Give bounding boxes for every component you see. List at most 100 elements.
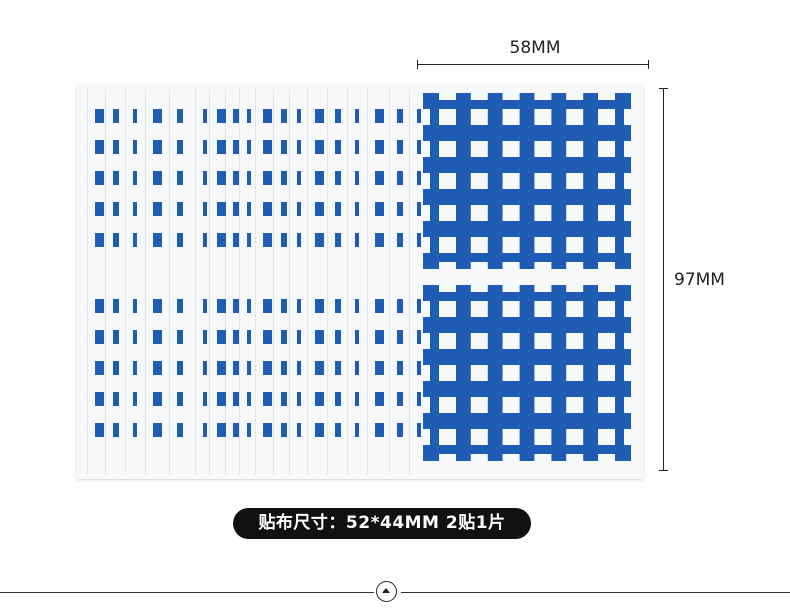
tape-square — [281, 109, 287, 123]
sheet-edge — [169, 89, 170, 475]
tape-square — [281, 361, 287, 375]
width-dimension-label: 58MM — [509, 38, 561, 58]
tape-hole — [534, 365, 552, 381]
tape-square — [263, 361, 272, 375]
tape-hole — [439, 301, 456, 317]
tape-square — [355, 171, 359, 185]
tape-notch — [423, 237, 430, 253]
tape-notch — [423, 109, 430, 125]
tape-square — [355, 299, 359, 313]
tape-square — [355, 361, 359, 375]
tape-square — [177, 233, 183, 247]
tape-square — [375, 140, 384, 154]
tape-square — [133, 392, 137, 406]
tape-square — [153, 299, 162, 313]
tape-square — [375, 233, 384, 247]
tape-square — [133, 423, 137, 437]
tape-square — [113, 299, 119, 313]
tape-notch — [624, 333, 631, 349]
tape-notch — [470, 285, 488, 292]
tape-square — [417, 202, 421, 216]
tape-hole — [598, 365, 615, 381]
tape-square — [355, 140, 359, 154]
tape-notch — [502, 454, 520, 461]
tape-square — [203, 330, 207, 344]
scroll-up-button[interactable] — [376, 581, 397, 602]
tape-square — [297, 109, 301, 123]
tape-square — [375, 299, 384, 313]
tape-hole — [534, 429, 552, 445]
tape-hole — [566, 205, 584, 221]
tape-notch — [423, 333, 430, 349]
divider-right — [401, 592, 790, 593]
tape-hole — [439, 109, 456, 125]
tape-hole — [439, 141, 456, 157]
tape-grid-illustration — [87, 89, 631, 475]
sheet-edge — [87, 89, 88, 475]
tape-notch — [470, 93, 488, 100]
tape-square — [233, 330, 239, 344]
tape-square — [177, 299, 183, 313]
tape-square — [233, 361, 239, 375]
tape-square — [397, 233, 403, 247]
tape-square — [315, 202, 324, 216]
tape-square — [177, 361, 183, 375]
tape-square — [281, 330, 287, 344]
tape-notch — [624, 301, 631, 317]
tape-square — [355, 109, 359, 123]
tape-square — [281, 299, 287, 313]
tape-square — [297, 171, 301, 185]
tape-square — [297, 361, 301, 375]
tape-square — [203, 171, 207, 185]
tape-square — [315, 109, 324, 123]
tape-hole — [566, 237, 584, 253]
tape-hole — [534, 333, 552, 349]
sheet-edge — [389, 89, 390, 475]
tape-hole — [470, 333, 488, 349]
tape-notch — [534, 454, 552, 461]
tape-square — [335, 171, 341, 185]
tape-notch — [470, 454, 488, 461]
tape-square — [95, 109, 104, 123]
width-dimension-line — [417, 60, 649, 69]
tape-square — [315, 171, 324, 185]
tape-square — [247, 330, 251, 344]
tape-square — [177, 330, 183, 344]
tape-hole — [470, 109, 488, 125]
tape-square — [247, 361, 251, 375]
tape-square — [247, 392, 251, 406]
tape-square — [113, 392, 119, 406]
tape-hole — [534, 237, 552, 253]
tape-square — [263, 330, 272, 344]
tape-square — [177, 423, 183, 437]
tape-notch — [598, 93, 615, 100]
tape-square — [233, 233, 239, 247]
tape-square — [133, 330, 137, 344]
tape-square — [95, 202, 104, 216]
tape-square — [233, 423, 239, 437]
tape-square — [203, 109, 207, 123]
tape-square — [375, 361, 384, 375]
tape-square — [203, 423, 207, 437]
tape-square — [203, 140, 207, 154]
tape-square — [203, 361, 207, 375]
tape-square — [297, 423, 301, 437]
tape-hole — [502, 365, 520, 381]
tape-square — [297, 140, 301, 154]
tape-hole — [534, 301, 552, 317]
tape-notch — [534, 262, 552, 269]
tape-notch — [502, 262, 520, 269]
divider-left — [0, 592, 374, 593]
tape-hole — [566, 333, 584, 349]
tape-square — [397, 299, 403, 313]
tape-square — [281, 233, 287, 247]
tape-square — [355, 330, 359, 344]
tape-notch — [566, 93, 584, 100]
sheet-edge — [289, 89, 290, 475]
tape-square — [355, 423, 359, 437]
tape-hole — [502, 141, 520, 157]
tape-notch — [566, 285, 584, 292]
tape-square — [153, 140, 162, 154]
tape-square — [281, 140, 287, 154]
tape-square — [263, 109, 272, 123]
